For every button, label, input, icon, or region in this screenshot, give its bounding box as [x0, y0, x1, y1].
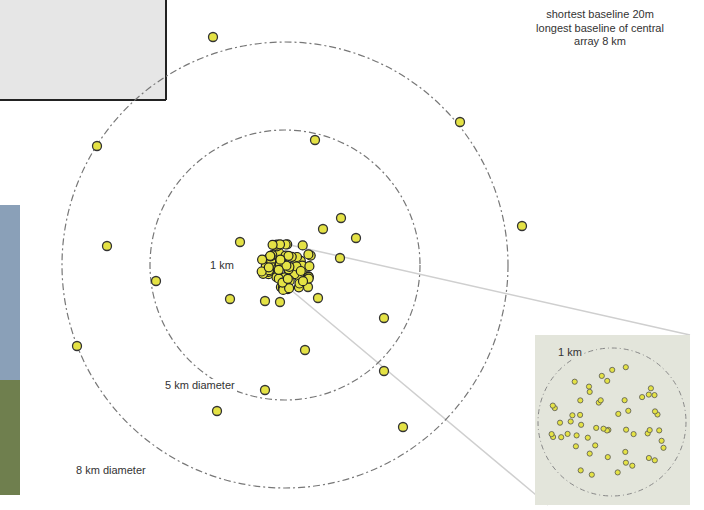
antenna-dot: [304, 250, 313, 259]
antenna-dot: [570, 413, 575, 418]
antenna-dot: [305, 262, 314, 271]
antenna-dot: [276, 255, 285, 264]
antenna-dot: [610, 367, 615, 372]
antenna-dot: [601, 426, 606, 431]
inner-ring: [150, 130, 420, 400]
antenna-dot: [594, 425, 599, 430]
antenna-dot: [557, 420, 562, 425]
antenna-dot: [579, 422, 584, 427]
antenna-dot: [568, 419, 573, 424]
antenna-dot: [578, 398, 583, 403]
antenna-dot: [574, 433, 579, 438]
antenna-dot: [659, 438, 664, 443]
antenna-dot: [550, 403, 555, 408]
antenna-dots: [73, 33, 527, 432]
antenna-dot: [623, 365, 628, 370]
antenna-dot: [640, 395, 645, 400]
antenna-dot: [615, 470, 620, 475]
antenna-dot: [578, 412, 583, 417]
antenna-dot: [578, 468, 583, 473]
antenna-dot: [622, 398, 627, 403]
photo-fragment: [0, 205, 20, 495]
antenna-dot: [573, 444, 578, 449]
antenna-dot: [605, 378, 610, 383]
inset-dots: [549, 365, 666, 478]
photo-fragment: [0, 0, 166, 100]
scale-label: 1 km: [556, 346, 584, 359]
antenna-dot: [299, 277, 308, 286]
antenna-dot: [549, 432, 554, 437]
baseline-note: longest baseline of central array 8 km: [530, 22, 670, 48]
antenna-dot: [648, 386, 653, 391]
antenna-dot: [630, 463, 635, 468]
antenna-dot: [264, 263, 273, 272]
baseline-note: shortest baseline 20m: [530, 8, 670, 21]
antenna-dot: [274, 265, 283, 274]
antenna-dot: [559, 435, 564, 440]
antenna-dot: [586, 384, 591, 389]
ring-label: 8 km diameter: [74, 464, 148, 477]
central-cluster: [257, 240, 315, 295]
antenna-dot: [585, 435, 590, 440]
antenna-dot: [599, 373, 604, 378]
antenna-dot: [296, 267, 305, 276]
antenna-dot: [624, 427, 629, 432]
antenna-dot: [266, 252, 275, 261]
antenna-dot: [605, 455, 610, 460]
antenna-dot: [258, 255, 267, 264]
antenna-dot: [589, 472, 594, 477]
antenna-dot: [652, 409, 657, 414]
antenna-dot: [616, 411, 621, 416]
scale-label: 1 km: [208, 259, 236, 272]
antenna-dot: [623, 449, 628, 454]
antenna-dot: [652, 458, 657, 463]
antenna-dot: [283, 274, 292, 283]
antenna-dot: [626, 408, 631, 413]
antenna-dot: [652, 393, 657, 398]
antenna-dot: [593, 443, 598, 448]
antenna-dot: [646, 392, 651, 397]
antenna-dot: [572, 379, 577, 384]
antenna-dot: [661, 445, 666, 450]
ring-label: 5 km diameter: [163, 379, 237, 392]
antenna-dot: [587, 389, 592, 394]
outer-ring: [62, 42, 508, 488]
antenna-dot: [657, 428, 662, 433]
inset-panel: [535, 335, 690, 505]
antenna-dot: [268, 240, 277, 249]
antenna-dot: [298, 241, 307, 250]
antenna-dot: [647, 428, 652, 433]
antenna-dot: [631, 432, 636, 437]
antenna-dot: [587, 451, 592, 456]
antenna-dot: [646, 455, 651, 460]
antenna-dot: [565, 431, 570, 436]
antenna-dot: [598, 398, 603, 403]
antenna-dot: [623, 460, 628, 465]
